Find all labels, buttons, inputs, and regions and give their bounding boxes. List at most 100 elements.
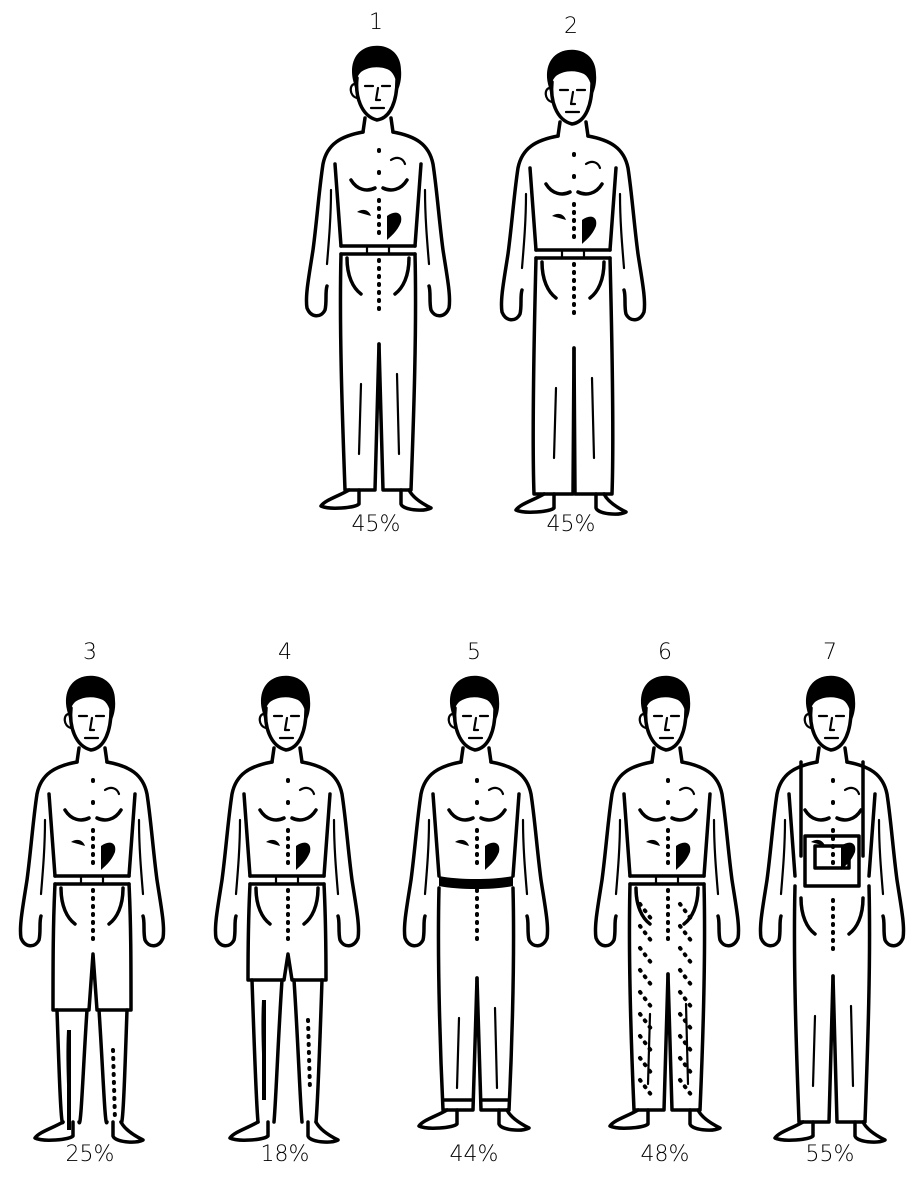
left-inner-arm: [41, 820, 45, 894]
straps: [801, 762, 863, 856]
right-leg: [477, 888, 514, 1110]
figure-3-drawing: [5, 670, 175, 1170]
right-inner-arm: [620, 194, 624, 268]
shade-3: [680, 788, 694, 794]
shade-3: [586, 162, 600, 168]
left-foot: [419, 1110, 457, 1128]
figure-3-percent: 25%: [5, 1142, 175, 1167]
shade-2: [676, 843, 690, 870]
leg-shade-l: [67, 1030, 71, 1130]
shade-1: [71, 840, 85, 846]
shade-3: [105, 788, 119, 794]
right-pocket: [109, 888, 123, 924]
right-foot: [401, 490, 431, 510]
shade-1: [646, 840, 660, 846]
figure-1: 1 45%: [291, 10, 461, 570]
left-inner-arm: [327, 190, 331, 264]
shade-2: [485, 843, 499, 870]
chest: [546, 184, 602, 194]
pattern: [640, 926, 692, 942]
right-foot: [113, 1122, 143, 1142]
nose-mouth: [566, 92, 579, 112]
shade-1: [455, 840, 469, 846]
waistband: [439, 876, 513, 889]
torso-right: [324, 794, 330, 876]
hair: [806, 676, 855, 722]
belt: [341, 246, 415, 254]
belt: [630, 876, 704, 884]
chest: [640, 810, 696, 820]
nose-mouth: [85, 718, 98, 738]
left-foot: [321, 490, 359, 508]
figure-5: 5 44%: [389, 640, 559, 1200]
figure-2-number: 2: [486, 14, 656, 39]
figure-1-number: 1: [291, 10, 461, 35]
nose-mouth: [469, 718, 482, 738]
shade-3: [845, 788, 859, 794]
left-pocket: [61, 888, 75, 924]
figure-6-number: 6: [580, 640, 750, 665]
torso-right: [869, 794, 875, 876]
torso-left: [433, 794, 439, 876]
torso-left: [530, 168, 536, 250]
right-pocket: [590, 262, 604, 298]
right-pocket: [304, 888, 318, 924]
shade-2: [582, 217, 596, 244]
right-foot: [499, 1110, 529, 1130]
right-inner-arm: [334, 820, 338, 894]
leg-hair-right: [308, 1020, 310, 1090]
figure-7-percent: 55%: [745, 1142, 915, 1167]
left-leg-inner: [79, 1010, 87, 1123]
nose-mouth: [371, 88, 384, 108]
left-foot: [775, 1122, 813, 1140]
shade-1: [552, 214, 566, 220]
left-pocket: [347, 258, 361, 294]
right-inner-arm: [879, 820, 883, 894]
right-foot: [855, 1122, 885, 1142]
belt: [55, 876, 129, 884]
figure-6: 6 48%: [580, 640, 750, 1200]
left-foot: [516, 494, 554, 512]
chest: [260, 810, 316, 820]
hair: [352, 46, 401, 92]
figure-2-drawing: [486, 44, 656, 544]
figure-2-percent: 45%: [486, 512, 656, 537]
hair: [450, 676, 499, 722]
leg-shade-l: [262, 1000, 266, 1100]
left-leg-outer: [252, 980, 258, 1122]
figure-7-number: 7: [745, 640, 915, 665]
left-pocket: [542, 262, 556, 298]
torso-left: [789, 794, 795, 876]
left-arm: [404, 762, 461, 946]
right-inner-arm: [523, 820, 527, 894]
left-pocket: [256, 888, 270, 924]
left-foot: [230, 1122, 268, 1140]
torso-left: [335, 164, 341, 246]
leg-hair-right: [113, 1050, 115, 1120]
torso-right: [610, 168, 616, 250]
figure-4: 4 18%: [200, 640, 370, 1200]
nose-mouth: [660, 718, 673, 738]
nose-mouth: [280, 718, 293, 738]
shade-3: [489, 788, 503, 794]
torso-left: [624, 794, 630, 876]
right-leg-inner: [294, 980, 302, 1122]
shade-2: [101, 843, 115, 870]
left-pocket: [801, 898, 815, 934]
shade-1: [266, 840, 280, 846]
right-inner-arm: [425, 190, 429, 264]
torso-left: [244, 794, 250, 876]
shade-3: [300, 788, 314, 794]
belt: [536, 250, 610, 258]
figure-5-drawing: [389, 670, 559, 1170]
belt: [250, 876, 324, 884]
figure-6-drawing: [580, 670, 750, 1170]
right-leg-inner: [99, 1010, 107, 1123]
hair: [641, 676, 690, 722]
shorts: [53, 884, 131, 1010]
chest: [449, 810, 505, 820]
figure-7: 7 55%: [745, 640, 915, 1200]
torso-right: [704, 794, 710, 876]
right-leg-outer: [121, 1010, 127, 1123]
chest: [351, 180, 407, 190]
